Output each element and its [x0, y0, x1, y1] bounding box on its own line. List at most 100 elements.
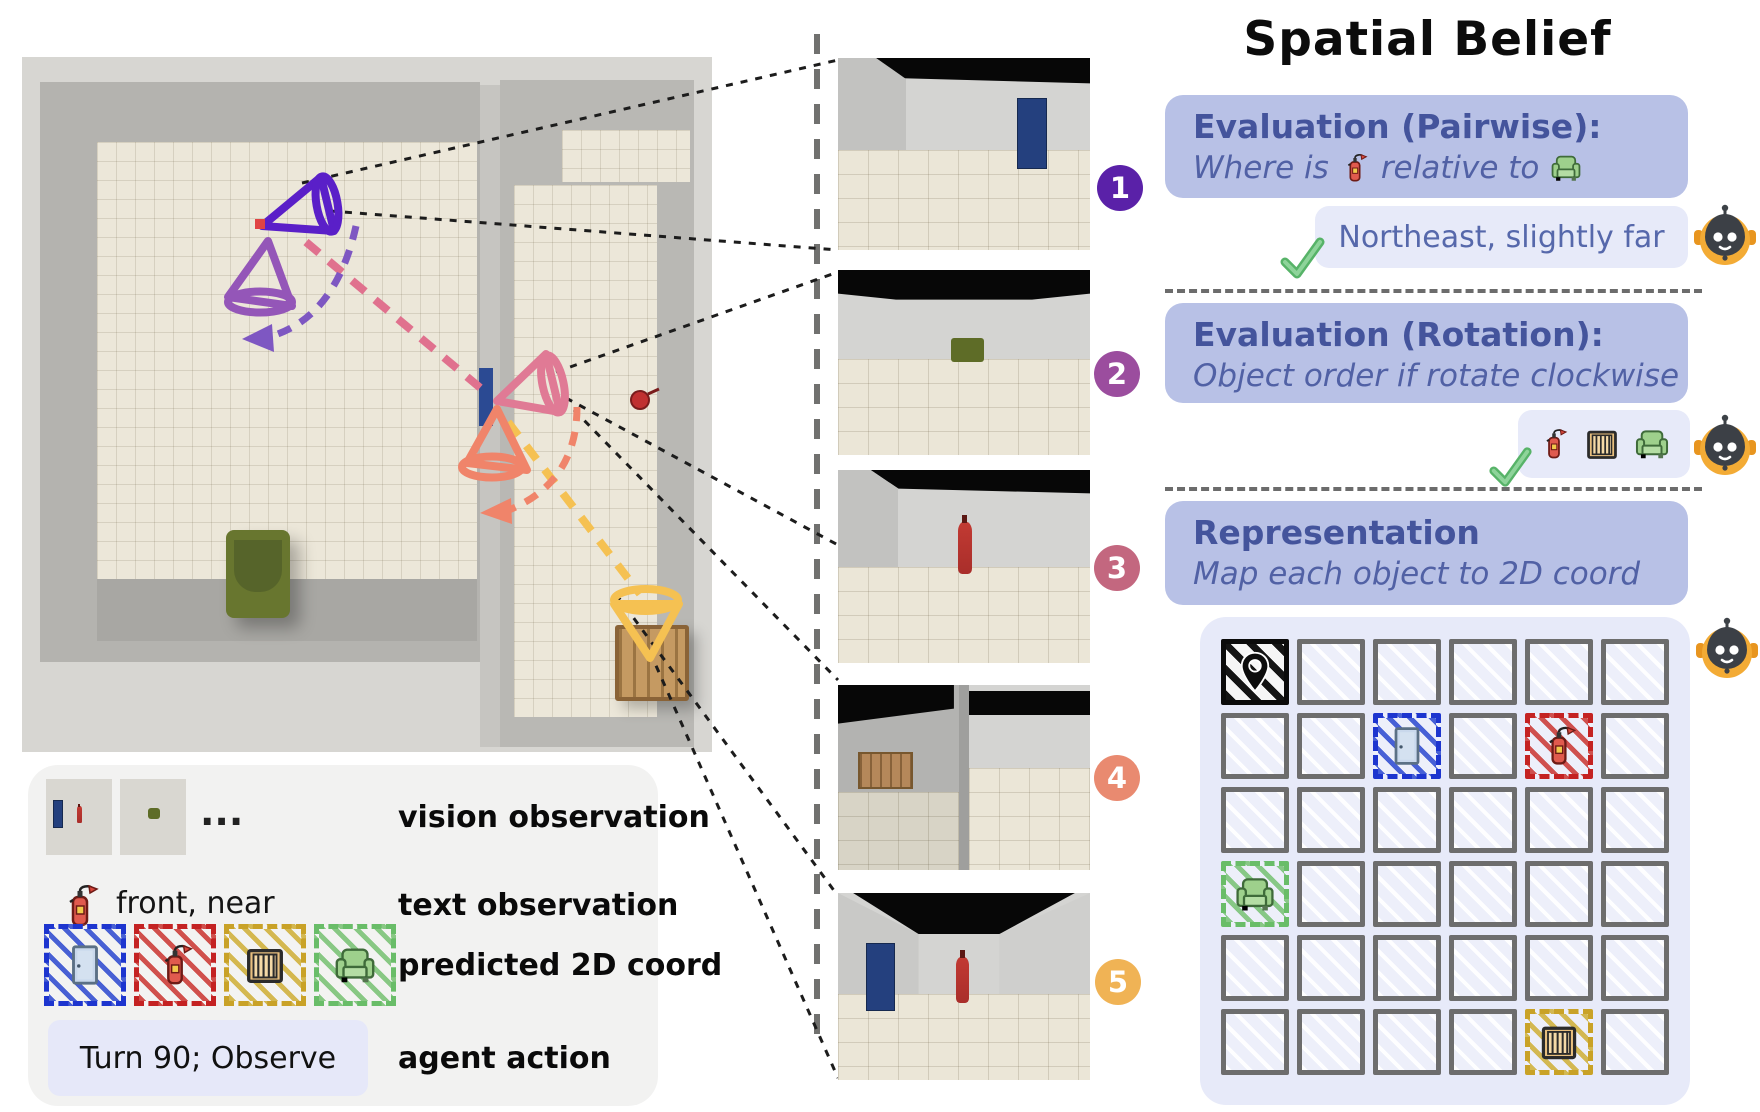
step-5-number: 5 — [1107, 965, 1129, 999]
top-right-room-floor — [562, 130, 690, 182]
fire-extinguisher-icon — [152, 942, 198, 988]
fpv1-floor — [838, 150, 1090, 250]
legend-label-action: agent action — [398, 1041, 611, 1076]
grid-cell-r2c3 — [1449, 787, 1517, 853]
grid-cell-r1c3 — [1449, 713, 1517, 779]
fpv5-door — [865, 943, 896, 1011]
grid-cell-r5c2 — [1373, 1009, 1441, 1075]
fpv4-ceiling-right — [969, 690, 1090, 715]
robot-icon — [1693, 202, 1757, 268]
grid-cell-r1c5 — [1601, 713, 1669, 779]
thumb1-ceiling — [51, 779, 106, 797]
grid-cell-r2c4 — [1525, 787, 1593, 853]
fpv-image-4 — [838, 685, 1090, 870]
grid-cell-r1c0 — [1221, 713, 1289, 779]
crate-topdown — [615, 625, 689, 701]
legend-vision-thumb-1 — [46, 779, 112, 855]
grid-cell-r0c0 — [1221, 639, 1289, 705]
pairwise-q-prefix: Where is — [1193, 150, 1329, 186]
grid-cell-r4c0 — [1221, 935, 1289, 1001]
checkmark-icon — [1487, 444, 1533, 490]
fpv-image-5 — [838, 893, 1090, 1080]
grid-cell-r3c1 — [1297, 861, 1365, 927]
couch-topdown — [226, 530, 290, 618]
legend-label-text: text observation — [398, 888, 679, 923]
thumb2-ceiling — [120, 779, 186, 794]
fpv2-ceiling — [838, 270, 1090, 300]
pairwise-heading: Evaluation (Pairwise): — [1193, 107, 1602, 146]
grid-cell-r5c3 — [1449, 1009, 1517, 1075]
grid-cell-r3c2 — [1373, 861, 1441, 927]
fire-extinguisher-icon — [1537, 424, 1571, 464]
grid-cell-r2c5 — [1601, 787, 1669, 853]
step-4-number: 4 — [1106, 761, 1128, 795]
pairwise-answer-bubble: Northeast, slightly far — [1315, 206, 1688, 268]
legend-label-vision: vision observation — [398, 800, 710, 835]
step-2-number: 2 — [1106, 357, 1128, 391]
pairwise-question: Where is relative to — [1193, 150, 1688, 186]
couch-icon — [1633, 425, 1671, 463]
step-badge-1: 1 — [1097, 165, 1143, 211]
crate-icon — [1537, 1020, 1581, 1064]
couch-icon — [1233, 872, 1277, 916]
pairwise-eval-box: Evaluation (Pairwise): Where is relative… — [1165, 95, 1688, 198]
grid-cell-r5c5 — [1601, 1009, 1669, 1075]
grid-cell-r4c3 — [1449, 935, 1517, 1001]
section-divider-2 — [1165, 487, 1702, 491]
fpv1-door — [1016, 98, 1047, 170]
fpv3-fire-extinguisher — [957, 514, 972, 575]
grid-cell-r2c1 — [1297, 787, 1365, 853]
agent-pin-icon — [1233, 650, 1277, 694]
legend-text-observation-value: front, near — [116, 886, 275, 921]
grid-cell-r3c5 — [1601, 861, 1669, 927]
grid-cell-r1c2 — [1373, 713, 1441, 779]
grid-cell-r2c2 — [1373, 787, 1441, 853]
fpv4-floor-left — [838, 792, 959, 870]
grid-cell-r5c0 — [1221, 1009, 1289, 1075]
couch-icon — [1549, 151, 1583, 185]
pairwise-q-suffix: relative to — [1380, 150, 1540, 186]
representation-box: Representation Map each object to 2D coo… — [1165, 501, 1688, 605]
legend-coord-tile-door — [44, 924, 126, 1006]
fpv4-divider-wall — [958, 685, 970, 870]
grid-cell-r4c4 — [1525, 935, 1593, 1001]
fire-extinguisher-icon — [1537, 724, 1581, 768]
legend-label-coord: predicted 2D coord — [398, 948, 723, 983]
checkmark-icon — [1278, 234, 1326, 282]
fpv4-floor-right — [969, 768, 1090, 870]
fpv3-floor — [838, 566, 1090, 663]
fpv4-crate — [858, 751, 913, 789]
rotation-eval-box: Evaluation (Rotation): Object order if r… — [1165, 303, 1688, 403]
section-divider-1 — [1165, 289, 1702, 293]
agent-action-chip: Turn 90; Observe — [48, 1020, 368, 1096]
thumb1-door — [52, 800, 64, 829]
grid-cell-r1c1 — [1297, 713, 1365, 779]
grid-cell-r4c2 — [1373, 935, 1441, 1001]
left-room-floor — [97, 142, 477, 579]
grid-cell-r4c5 — [1601, 935, 1669, 1001]
rotation-question: Object order if rotate clockwise — [1193, 358, 1680, 394]
representation-heading: Representation — [1193, 513, 1480, 552]
step-badge-2: 2 — [1094, 351, 1140, 397]
grid-cell-r2c0 — [1221, 787, 1289, 853]
couch-seat — [234, 540, 282, 592]
thumb1-fire-extinguisher — [77, 804, 82, 824]
fpv2-floor — [838, 358, 1090, 455]
crate-icon — [1583, 425, 1621, 463]
rotation-answer-bubble — [1518, 410, 1690, 478]
pairwise-answer-text: Northeast, slightly far — [1338, 219, 1665, 255]
figure-title: Spatial Belief — [1243, 12, 1612, 67]
legend-ellipsis: ... — [200, 790, 244, 834]
step-badge-5: 5 — [1095, 959, 1141, 1005]
grid-cell-r5c4 — [1525, 1009, 1593, 1075]
fpv-image-1 — [838, 58, 1090, 250]
belief-grid — [1221, 639, 1669, 1075]
fpv2-couch — [951, 338, 985, 363]
topdown-scene — [22, 57, 712, 752]
grid-cell-r4c1 — [1297, 935, 1365, 1001]
fpv-image-3 — [838, 470, 1090, 663]
grid-cell-r0c4 — [1525, 639, 1593, 705]
thumb2-couch — [147, 807, 160, 819]
fpv5-fire-extinguisher — [956, 950, 970, 1004]
